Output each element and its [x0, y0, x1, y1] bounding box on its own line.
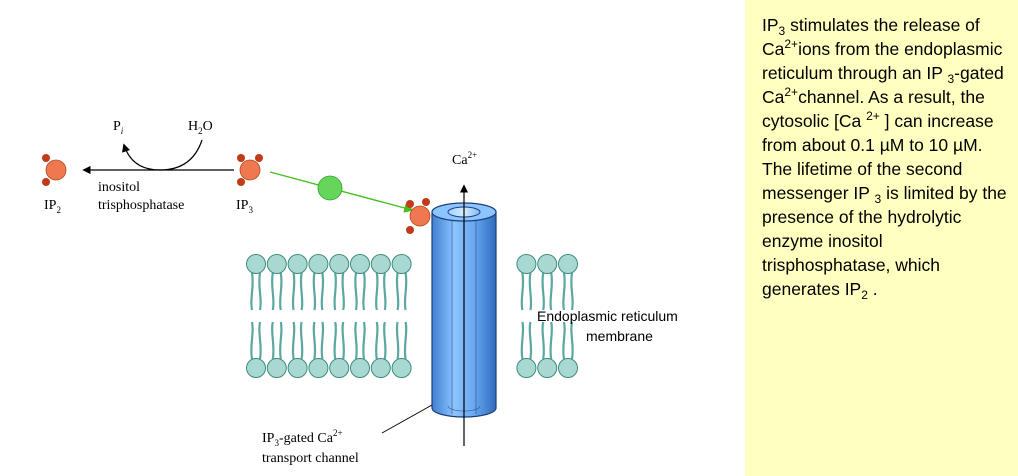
lipid-head	[558, 254, 578, 274]
enzyme-label-line2: trisphosphatase	[98, 198, 184, 213]
ip3-molecule-free	[237, 154, 263, 186]
membrane-label-line1: Endoplasmic reticulum	[537, 308, 678, 324]
lipid-tail	[320, 321, 325, 360]
ligand-circle	[317, 175, 343, 201]
lipid-tail	[570, 321, 574, 360]
lipid-tail	[320, 272, 325, 311]
lipid-head	[287, 254, 308, 274]
lipid-tail	[395, 321, 400, 360]
water-label: H2O	[188, 119, 213, 136]
lipid-tail	[270, 272, 275, 311]
lipid-tail	[250, 272, 254, 311]
lipid-tail	[549, 272, 554, 311]
channel-label-line1: IP3-gated Ca2+	[262, 428, 343, 448]
water-to-pi-curve	[122, 139, 203, 171]
lipid-head	[308, 358, 329, 378]
lipid-tail	[278, 321, 283, 360]
lipid-tail	[362, 272, 366, 311]
lipid-tail	[362, 321, 366, 360]
lipid-head	[329, 358, 350, 378]
lipid-tail	[403, 272, 408, 311]
lipid-tail	[312, 272, 317, 311]
lipid-tail	[341, 272, 346, 311]
lipid-tail	[528, 272, 533, 311]
lipid-head	[350, 254, 370, 274]
calcium-label: Ca2+	[452, 150, 477, 168]
lipid-tail	[299, 272, 304, 311]
lipid-tail	[291, 272, 296, 311]
ip2-molecule	[42, 154, 67, 186]
lipid-tail	[258, 272, 262, 311]
lipid-tail	[258, 321, 262, 360]
lipid-head	[537, 358, 558, 378]
lipid-head	[246, 358, 266, 378]
lipid-tail	[541, 272, 546, 311]
lipid-tail	[354, 321, 358, 360]
lipid-tail	[374, 321, 379, 360]
lipid-tail	[562, 272, 566, 311]
lipid-tail	[382, 272, 387, 311]
lipid-head	[266, 254, 287, 274]
lipid-head	[391, 358, 412, 378]
lipid-head	[370, 254, 391, 274]
lipid-tail	[333, 321, 338, 360]
lipid-tail	[312, 321, 317, 360]
lipid-head	[329, 254, 350, 274]
channel-label-line2: transport channel	[262, 451, 359, 466]
lipid-head	[391, 254, 412, 274]
lipid-tail	[562, 321, 566, 360]
lipid-tail	[541, 321, 546, 360]
lipid-tail	[299, 321, 304, 360]
lipid-tail	[278, 272, 283, 311]
lipid-heads	[246, 254, 578, 378]
ip3-calcium-release-diagram: Ca2+ Pi H2O inositol trisphosphatase IP2…	[42, 119, 678, 466]
lipid-tail	[520, 272, 525, 311]
lipid-tail	[270, 321, 275, 360]
explanation-panel: IP3 stimulates the release of Ca2+ions f…	[745, 0, 1018, 476]
lipid-head	[537, 254, 558, 274]
lipid-tails	[250, 272, 574, 360]
lipid-head	[370, 358, 391, 378]
channel-pointer	[381, 404, 433, 434]
er-membrane	[246, 254, 578, 378]
lipid-head	[516, 254, 537, 274]
lipid-tail	[520, 321, 525, 360]
lipid-tail	[382, 321, 387, 360]
lipid-head	[287, 358, 308, 378]
lipid-tail	[354, 272, 358, 311]
ip3-label: IP3	[236, 198, 253, 215]
lipid-head	[558, 358, 578, 378]
lipid-tail	[341, 321, 346, 360]
lipid-tail	[374, 272, 379, 311]
ip2-label: IP2	[44, 198, 61, 215]
membrane-label-line2: membrane	[586, 328, 653, 344]
lipid-tail	[403, 321, 408, 360]
enzyme-label-line1: inositol	[98, 180, 140, 195]
lipid-tail	[570, 272, 574, 311]
lipid-tail	[291, 321, 296, 360]
lipid-head	[266, 358, 287, 378]
info-text: IP3 stimulates the release of Ca2+ions f…	[762, 15, 1007, 302]
lipid-head	[516, 358, 537, 378]
lipid-head	[246, 254, 266, 274]
lipid-tail	[333, 272, 338, 311]
ip3-molecule-bound	[406, 198, 431, 234]
lipid-head	[350, 358, 370, 378]
lipid-head	[308, 254, 329, 274]
pi-label: Pi	[113, 119, 124, 136]
lipid-tail	[395, 272, 400, 311]
lipid-tail	[528, 321, 533, 360]
lipid-tail	[250, 321, 254, 360]
lipid-tail	[549, 321, 554, 360]
